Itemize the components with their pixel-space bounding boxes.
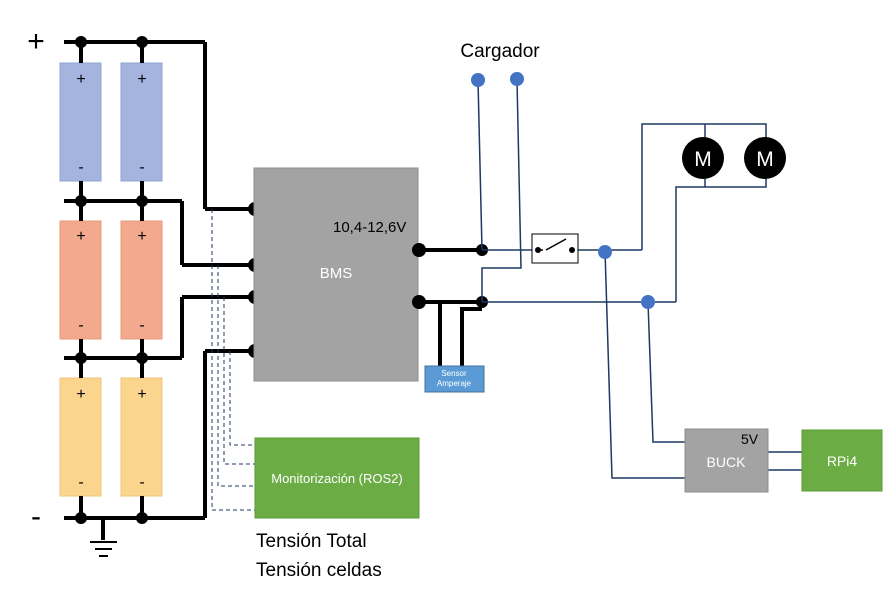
battery-pack: + - + - + - + - + - + -	[59, 62, 163, 497]
sensor-label-line2: Amperaje	[437, 379, 472, 388]
cell-minus-label: -	[139, 474, 144, 491]
cell-minus-label: -	[78, 317, 83, 334]
charger-terminal-1	[471, 73, 485, 87]
cell-minus-label: -	[78, 159, 83, 176]
legend-line2: Tensión celdas	[256, 560, 382, 581]
bms-label: BMS	[320, 265, 353, 282]
charger-label: Cargador	[460, 41, 540, 62]
charger-terminal-2	[510, 72, 524, 86]
bms-output-nodes	[412, 243, 488, 309]
cell-plus-label: +	[76, 228, 85, 245]
pack-wiring	[64, 40, 255, 540]
legend-line1: Tensión Total	[256, 531, 367, 552]
ground-symbol	[90, 541, 117, 557]
blue-nodes	[471, 72, 655, 309]
bms-output-wires	[418, 248, 482, 368]
cell-plus-label: +	[76, 71, 85, 88]
pack-nodes	[75, 36, 262, 524]
cell-plus-label: +	[137, 71, 146, 88]
sense-lines	[211, 209, 255, 511]
rpi-label: RPi4	[827, 453, 858, 469]
bms-voltage-label: 10,4-12,6V	[333, 219, 406, 236]
cell-minus-label: -	[139, 159, 144, 176]
rpi-box	[801, 429, 883, 492]
monitoring-box	[254, 437, 420, 519]
cell-plus-label: +	[137, 386, 146, 403]
motor-2: M	[744, 137, 786, 179]
cell-orange-2	[120, 220, 163, 340]
buck-box	[684, 428, 769, 493]
cell-yellow-2	[120, 377, 163, 497]
cell-plus-label: +	[76, 386, 85, 403]
motor-1: M	[682, 137, 724, 179]
cell-minus-label: -	[78, 474, 83, 491]
cell-plus-label: +	[137, 228, 146, 245]
cell-minus-label: -	[139, 317, 144, 334]
bms-box	[253, 167, 419, 382]
buck-voltage-label: 5V	[741, 431, 759, 447]
sensor-label-line1: Sensor	[441, 369, 467, 378]
switch-symbol	[531, 233, 579, 264]
terminal-plus-label: +	[27, 25, 45, 58]
motor-1-label: M	[694, 148, 712, 171]
motor-2-label: M	[756, 148, 774, 171]
current-sensor-box	[424, 365, 485, 393]
cell-blue-1	[59, 62, 102, 182]
cell-blue-2	[120, 62, 163, 182]
monitoring-label: Monitorización (ROS2)	[271, 471, 403, 486]
terminal-minus-label: -	[31, 500, 41, 533]
power-wiring	[477, 79, 802, 479]
buck-label: BUCK	[707, 454, 747, 470]
